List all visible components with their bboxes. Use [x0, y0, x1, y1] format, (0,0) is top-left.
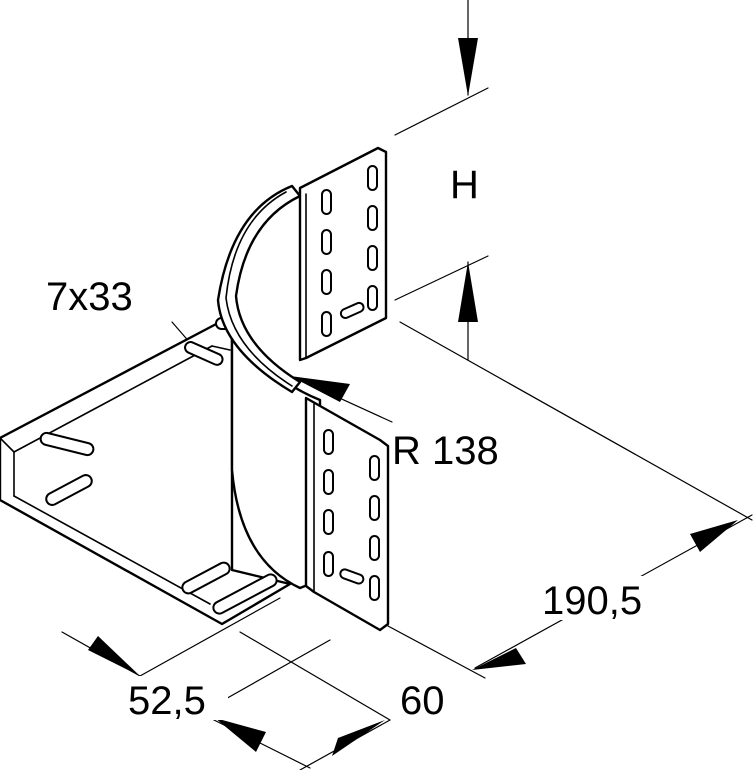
arrow-190-upper: [690, 520, 738, 552]
upper-side-plate: [298, 146, 388, 362]
arrow-h-bottom: [458, 262, 478, 322]
arrow-190-lower: [472, 648, 526, 670]
dim-label-radius: R 138: [392, 429, 499, 473]
arrow-h-top: [458, 38, 478, 96]
curved-wall: [216, 184, 322, 590]
arrow-r138: [290, 376, 350, 402]
dim-label-width: 60: [400, 679, 445, 723]
base-slot: [45, 474, 93, 506]
dim-label-offset: 52,5: [128, 679, 206, 723]
arrow-52-left: [88, 636, 140, 676]
dim-label-length: 190,5: [542, 579, 642, 623]
dimension-arrows: [88, 38, 738, 756]
base-plate: [0, 317, 292, 626]
base-slot: [212, 573, 278, 615]
base-slot: [181, 561, 231, 595]
dim-label-h: H: [450, 163, 479, 207]
arrow-60-right: [332, 720, 385, 756]
base-slot: [39, 431, 95, 457]
arrow-60-left: [215, 718, 266, 752]
dimension-labels: H 7x33 R 138 190,5 52,5 60: [44, 160, 664, 723]
lower-side-plate: [304, 396, 390, 632]
base-slot-7x33: [184, 341, 224, 366]
dim-label-slot: 7x33: [46, 275, 133, 319]
